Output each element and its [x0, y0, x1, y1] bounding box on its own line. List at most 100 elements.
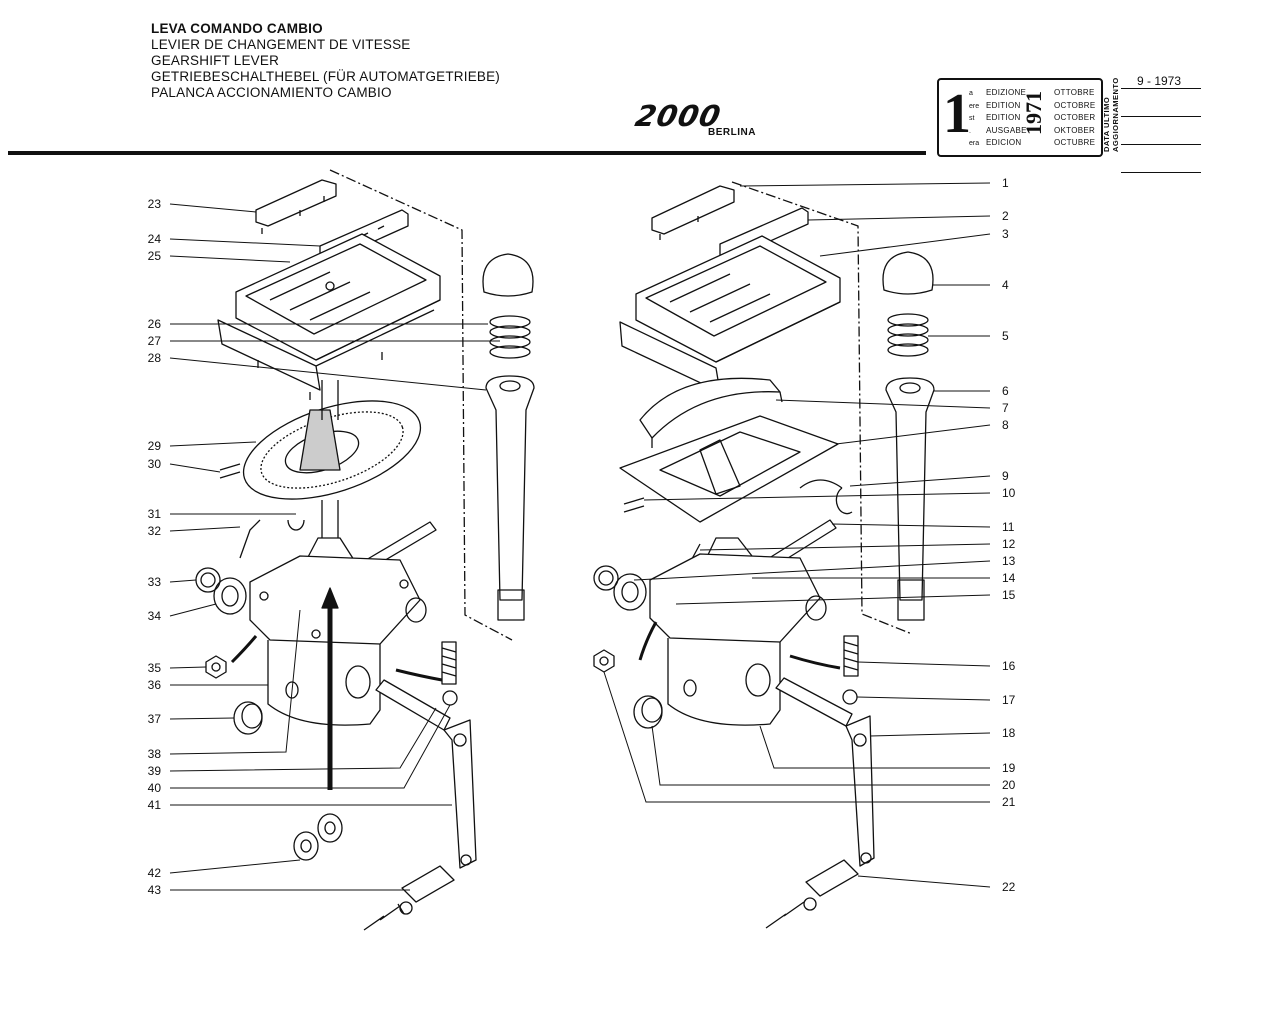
gear-knob-right — [882, 251, 934, 295]
part-label: 2 — [1002, 209, 1009, 223]
gear-knob-left — [482, 253, 534, 297]
part-label: 40 — [148, 781, 162, 795]
part-label: 29 — [148, 439, 162, 453]
part-label: 5 — [1002, 329, 1009, 343]
selector-arm — [375, 679, 477, 869]
part-label: 17 — [1002, 693, 1016, 707]
part-label: 20 — [1002, 778, 1016, 792]
part-labels-left: 23 24 25 26 27 28 29 30 31 32 33 34 35 3… — [148, 197, 162, 897]
part-label: 7 — [1002, 401, 1009, 415]
edition-suffixes: a ere st . era — [969, 88, 979, 151]
part-label: 30 — [148, 457, 162, 471]
title-es: PALANCA ACCIONAMIENTO CAMBIO — [151, 85, 392, 100]
edition-month: OCTOBRE — [1054, 100, 1096, 110]
edition-suffix: a — [969, 90, 973, 97]
part-label: 43 — [148, 883, 162, 897]
edition-month: OKTOBER — [1054, 125, 1096, 135]
part-labels-right: 1 2 3 4 5 6 7 8 9 10 11 12 13 14 15 16 1… — [1002, 176, 1016, 894]
part-label: 37 — [148, 712, 162, 726]
part-label: 18 — [1002, 726, 1016, 740]
part-label: 1 — [1002, 176, 1009, 190]
selector-strip — [651, 185, 735, 240]
plug — [633, 695, 663, 729]
pin — [219, 463, 241, 479]
part-label: 27 — [148, 334, 162, 348]
lever-tube-left — [485, 375, 535, 621]
part-label: 38 — [148, 747, 162, 761]
edition-month: OCTUBRE — [1054, 138, 1096, 147]
selector-strip — [255, 179, 337, 234]
part-label: 10 — [1002, 486, 1016, 500]
detent-spring — [842, 635, 859, 705]
edition-word: EDITION — [986, 113, 1021, 122]
part-label: 4 — [1002, 278, 1009, 292]
cover-plate — [639, 377, 783, 448]
edition-suffix: ere — [969, 102, 980, 110]
part-label: 9 — [1002, 469, 1009, 483]
part-label: 16 — [1002, 659, 1016, 673]
part-label: 22 — [1002, 880, 1016, 894]
title-en: GEARSHIFT LEVER — [151, 53, 280, 68]
cable-end — [363, 865, 455, 931]
header-rule — [8, 151, 926, 155]
edition-suffix: st — [969, 115, 975, 122]
part-label: 11 — [1002, 520, 1015, 534]
part-label: 13 — [1002, 554, 1016, 568]
nut — [593, 649, 615, 673]
part-label: 33 — [148, 575, 162, 589]
knob-spring-left — [489, 315, 531, 359]
cable-end — [765, 859, 859, 929]
spring-clip — [799, 479, 853, 515]
part-label: 41 — [148, 798, 162, 812]
edition-suffix: . — [969, 127, 971, 135]
shift-housing — [649, 553, 827, 726]
title-de: GETRIEBESCHALTHEBEL (FÜR AUTOMATGETRIEBE… — [151, 69, 501, 84]
model-name: BERLINA — [708, 127, 756, 138]
part-label: 42 — [148, 866, 162, 880]
lever-boot — [242, 400, 422, 500]
title-it: LEVA COMANDO CAMBIO — [151, 21, 323, 36]
lever-tube-right — [885, 377, 935, 621]
selector-arm — [775, 677, 875, 867]
part-label: 15 — [1002, 588, 1016, 602]
washer — [613, 573, 647, 611]
plug — [233, 701, 263, 735]
console-housing — [217, 233, 441, 400]
edition-words: EDIZIONE EDITION EDITION AUSGABE EDICION — [986, 87, 1027, 150]
part-label: 23 — [148, 197, 162, 211]
edition-box: 1 a ere st . era EDIZIONE EDITION EDITIO… — [937, 78, 1103, 157]
edition-months: OTTOBRE OCTOBRE OCTOBER OKTOBER OCTUBRE — [1054, 87, 1096, 150]
assembly-line — [329, 169, 513, 641]
return-spring — [239, 519, 305, 559]
part-label: 28 — [148, 351, 162, 365]
update-date: 9 - 1973 — [1137, 74, 1182, 88]
part-label: 34 — [148, 609, 162, 623]
circlip — [593, 565, 619, 591]
knob-spring-right — [887, 313, 929, 357]
edition-word: EDIZIONE — [986, 88, 1027, 97]
assembly-line — [731, 181, 913, 635]
part-label: 19 — [1002, 761, 1016, 775]
update-lines — [1121, 88, 1201, 200]
nut — [205, 655, 227, 679]
part-label: 35 — [148, 661, 162, 675]
part-label: 3 — [1002, 227, 1009, 241]
edition-number: 1 — [943, 83, 971, 145]
part-label: 8 — [1002, 418, 1009, 432]
part-label: 12 — [1002, 537, 1016, 551]
part-label: 31 — [148, 507, 162, 521]
lever-shaft — [321, 380, 339, 540]
part-label: 14 — [1002, 571, 1016, 585]
detent-spring — [441, 641, 458, 706]
circlip — [195, 567, 221, 593]
part-label: 32 — [148, 524, 162, 538]
washer — [213, 577, 247, 615]
part-label: 24 — [148, 232, 162, 246]
title-block: LEVA COMANDO CAMBIO LEVIER DE CHANGEMENT… — [151, 21, 500, 101]
edition-suffix: era — [969, 140, 980, 147]
arrow-head — [321, 587, 339, 609]
edition-word: EDICION — [986, 138, 1022, 147]
part-label: 21 — [1002, 795, 1016, 809]
edition-month: OTTOBRE — [1054, 88, 1095, 97]
